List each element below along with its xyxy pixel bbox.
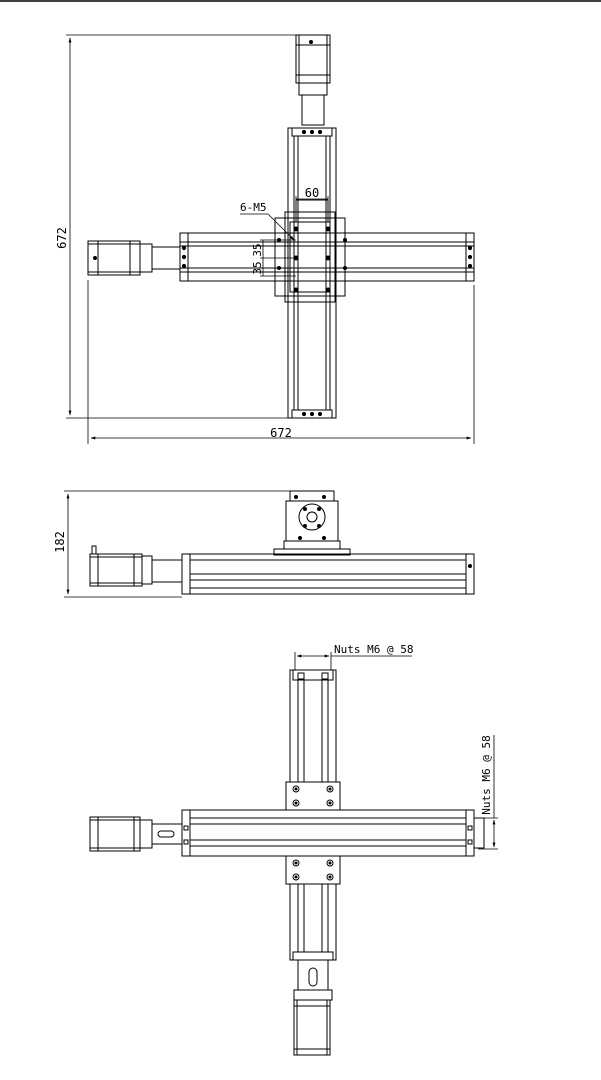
top-overall-width-dim: 672 bbox=[270, 426, 292, 440]
bottom-motor-left bbox=[89, 816, 183, 852]
top-view-dimensions bbox=[66, 34, 475, 444]
top-overall-height-dim: 672 bbox=[55, 227, 69, 249]
nuts-top-callout: Nuts M6 @ 58 bbox=[334, 643, 413, 656]
slider-width-dim: 60 bbox=[305, 186, 319, 200]
front-overall-height-dim: 182 bbox=[53, 531, 67, 553]
top-view bbox=[66, 34, 475, 444]
x-axis-rail bbox=[179, 232, 475, 282]
nuts-side-callout: Nuts M6 @ 58 bbox=[480, 735, 493, 814]
bottom-x-rail bbox=[181, 809, 485, 857]
y-axis-rail bbox=[287, 127, 337, 419]
x-axis-motor-left bbox=[87, 240, 181, 276]
hole-spacing-dim-1: 35 bbox=[251, 243, 264, 256]
y-axis-motor-top bbox=[295, 34, 331, 126]
bottom-carriage-upper bbox=[285, 781, 341, 811]
bottom-carriage-lower bbox=[285, 855, 341, 885]
hole-spacing-dim-2: 35 bbox=[251, 261, 264, 274]
bottom-y-rail-lower bbox=[289, 883, 337, 961]
bottom-view bbox=[89, 652, 498, 1056]
front-motor-left bbox=[89, 545, 183, 587]
front-view bbox=[64, 490, 475, 598]
front-motor-block bbox=[273, 490, 351, 556]
bottom-y-rail-upper bbox=[289, 669, 337, 783]
front-view-dimensions bbox=[64, 490, 290, 598]
bottom-view-dimensions bbox=[294, 652, 498, 850]
front-x-rail bbox=[181, 553, 475, 595]
holes-callout: 6-M5 bbox=[240, 201, 267, 214]
bottom-motor-lower bbox=[293, 959, 333, 1056]
